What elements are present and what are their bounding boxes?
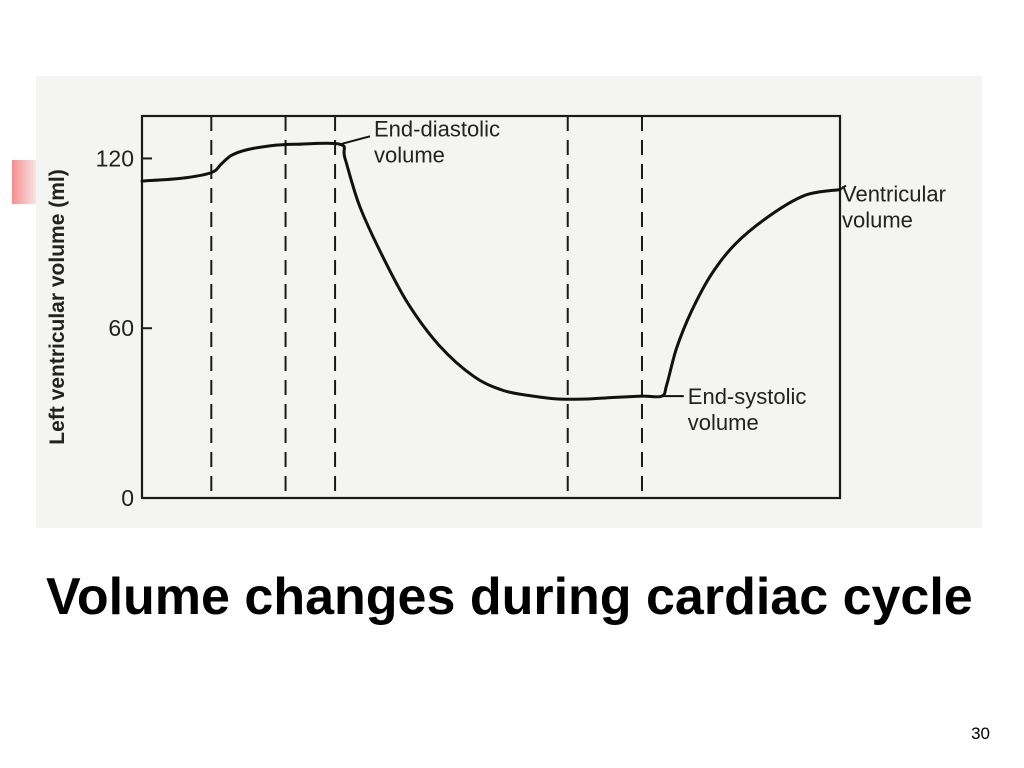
y-tick-label-0: 0 bbox=[121, 485, 134, 511]
phase-lines bbox=[210, 116, 643, 498]
annotation-leader-3 bbox=[839, 184, 847, 191]
annotation-3-line-2: volume bbox=[842, 208, 913, 233]
plot-frame-group bbox=[140, 114, 842, 500]
accent-bar bbox=[12, 160, 36, 204]
annotation-1-line-1: End-diastolic bbox=[374, 116, 500, 141]
y-tick-label-120: 120 bbox=[96, 145, 134, 171]
slide-title: Volume changes during cardiac cycle bbox=[46, 568, 973, 626]
y-axis-label: Left ventricular volume (ml) bbox=[46, 169, 69, 444]
annotation-3-line-1: Ventricular bbox=[842, 182, 946, 207]
annotation-1-line-2: volume bbox=[374, 142, 445, 167]
y-tick-label-60: 60 bbox=[108, 315, 134, 341]
y-axis: 0 60 120 bbox=[96, 145, 152, 511]
series-layer bbox=[140, 141, 842, 401]
figure-panel bbox=[36, 76, 982, 528]
plot-frame bbox=[140, 114, 842, 500]
series-line-1 bbox=[140, 141, 842, 401]
annotation-2-line-1: End-systolic bbox=[688, 384, 807, 409]
page-number: 30 bbox=[971, 724, 990, 743]
annotation-2-line-2: volume bbox=[688, 410, 759, 435]
annotation-leader-1 bbox=[339, 135, 371, 146]
